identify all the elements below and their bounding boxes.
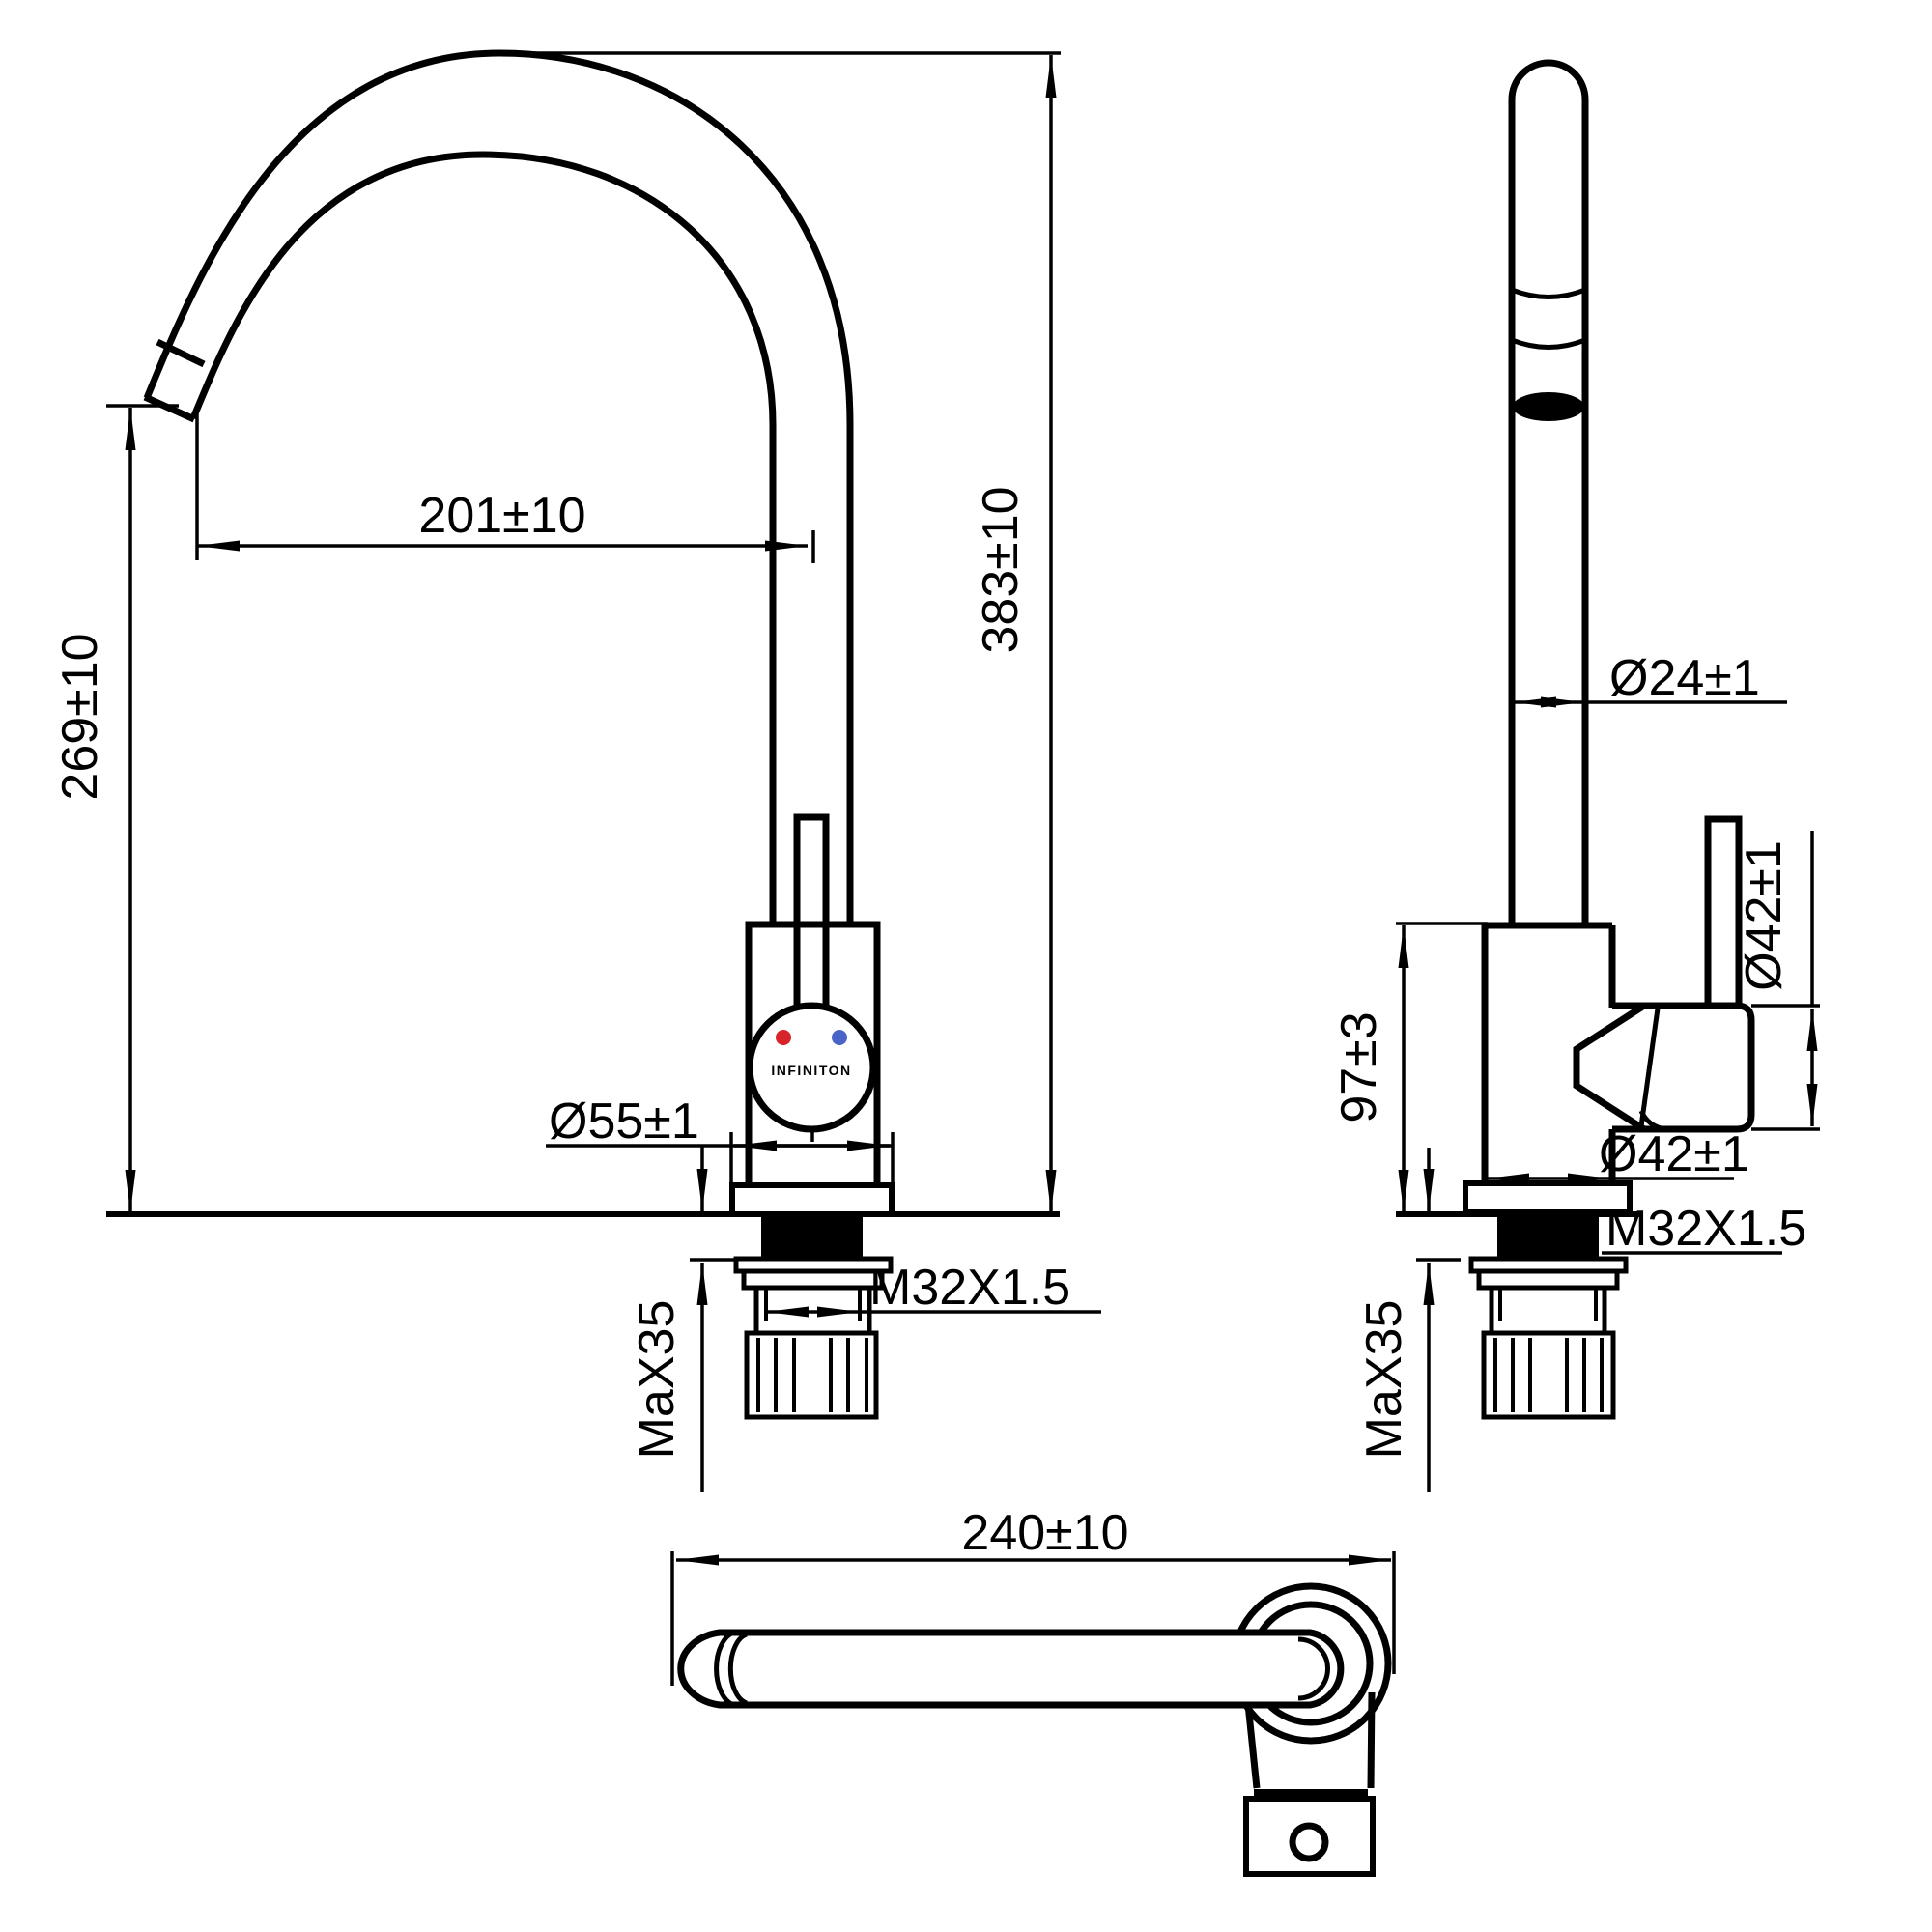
dim-total-height-label: 383±10 [973, 486, 1029, 653]
dim-base-diameter: Ø55±1 [546, 1094, 895, 1186]
spout-tip-contours-top [714, 1630, 748, 1708]
thread-ticks-side [1498, 1288, 1598, 1321]
spout-cap-contour-top [1297, 1636, 1330, 1701]
nut-front [741, 1268, 885, 1291]
spout-capsule-top [677, 1629, 1345, 1709]
hot-water-dot [776, 1030, 791, 1045]
dim-mount-thread-front: M32X1.5 [766, 1260, 1101, 1318]
handle-end-block-top [1243, 1796, 1376, 1877]
dim-body-height: 97±3 [1331, 922, 1488, 1212]
handle-band-top [1254, 1789, 1368, 1797]
handle-seam-side [1638, 1008, 1666, 1132]
knurl-lines-side [1493, 1338, 1604, 1412]
body-side [1481, 922, 1616, 1183]
brand-label: INFINITON [771, 1063, 851, 1078]
dim-total-height: 383±10 [512, 51, 1061, 1212]
dim-outlet-height-label: 269±10 [52, 633, 108, 800]
handle-end-hole [1289, 1822, 1329, 1862]
spout-tube-side [1508, 59, 1589, 925]
threaded-shank-black-side [1497, 1217, 1599, 1259]
knurled-nut-front [744, 1330, 879, 1420]
dim-body-diameter: Ø42±1 [1487, 1126, 1749, 1184]
dim-handle-diameter-label: Ø42±1 [1736, 840, 1792, 991]
cold-water-dot [832, 1030, 847, 1045]
lower-shank-side [1489, 1285, 1607, 1336]
aerator-seam-line [156, 338, 206, 368]
base-plate-front [729, 1182, 895, 1217]
dim-max-deck-side-label: MaX35 [1356, 1300, 1412, 1460]
spout-inner-curve [189, 151, 777, 924]
spout-mouth-line [143, 393, 196, 423]
dim-max-deck-front: MaX35 [629, 1146, 734, 1492]
knurl-lines-front [756, 1338, 868, 1412]
threaded-shank-black-front [761, 1217, 863, 1259]
front-view: INFINITON 201±10 383±10 269 [52, 49, 1101, 1492]
dim-spout-length-label: 240±10 [961, 1505, 1128, 1561]
dim-spout-length: 240±10 [670, 1505, 1396, 1686]
dim-spout-reach-label: 201±10 [418, 488, 585, 544]
dim-spout-diameter: Ø24±1 [1514, 650, 1787, 708]
dim-spout-diameter-label: Ø24±1 [1609, 650, 1760, 706]
thread-ticks-front [764, 1288, 862, 1321]
dim-base-diameter-label: Ø55±1 [549, 1094, 699, 1150]
knurled-nut-side [1481, 1330, 1616, 1420]
dim-outlet-height: 269±10 [52, 404, 179, 1212]
dim-mount-thread-side-label: M32X1.5 [1605, 1201, 1806, 1257]
dim-max-deck-front-label: MaX35 [629, 1300, 685, 1460]
handle-top [1244, 1691, 1376, 1789]
top-view: 240±10 [670, 1505, 1396, 1877]
dim-max-deck-side: MaX35 [1356, 1148, 1461, 1492]
outlet-boss-side [1573, 1003, 1646, 1132]
dim-body-height-label: 97±3 [1331, 1011, 1387, 1122]
spout-outer-curve [143, 49, 854, 924]
handle-lever-front [793, 813, 830, 1006]
dim-handle-diameter: Ø42±1 [1736, 831, 1820, 1131]
handle-lever-side [1704, 815, 1743, 1006]
nut-side [1476, 1268, 1620, 1291]
dim-spout-reach: 201±10 [195, 413, 815, 563]
dim-mount-thread-side: M32X1.5 [1602, 1201, 1806, 1257]
spout-outlet-side [1513, 392, 1584, 421]
dim-mount-thread-front-label: M32X1.5 [869, 1260, 1070, 1316]
spout-band-1 [1511, 287, 1586, 299]
dim-body-diameter-label: Ø42±1 [1599, 1126, 1749, 1182]
spout-band-2 [1511, 337, 1586, 350]
handle-base-side [1612, 1002, 1755, 1133]
side-view: Ø24±1 97±3 Ø42±1 Ø42±1 M32X1.5 [1331, 59, 1820, 1492]
